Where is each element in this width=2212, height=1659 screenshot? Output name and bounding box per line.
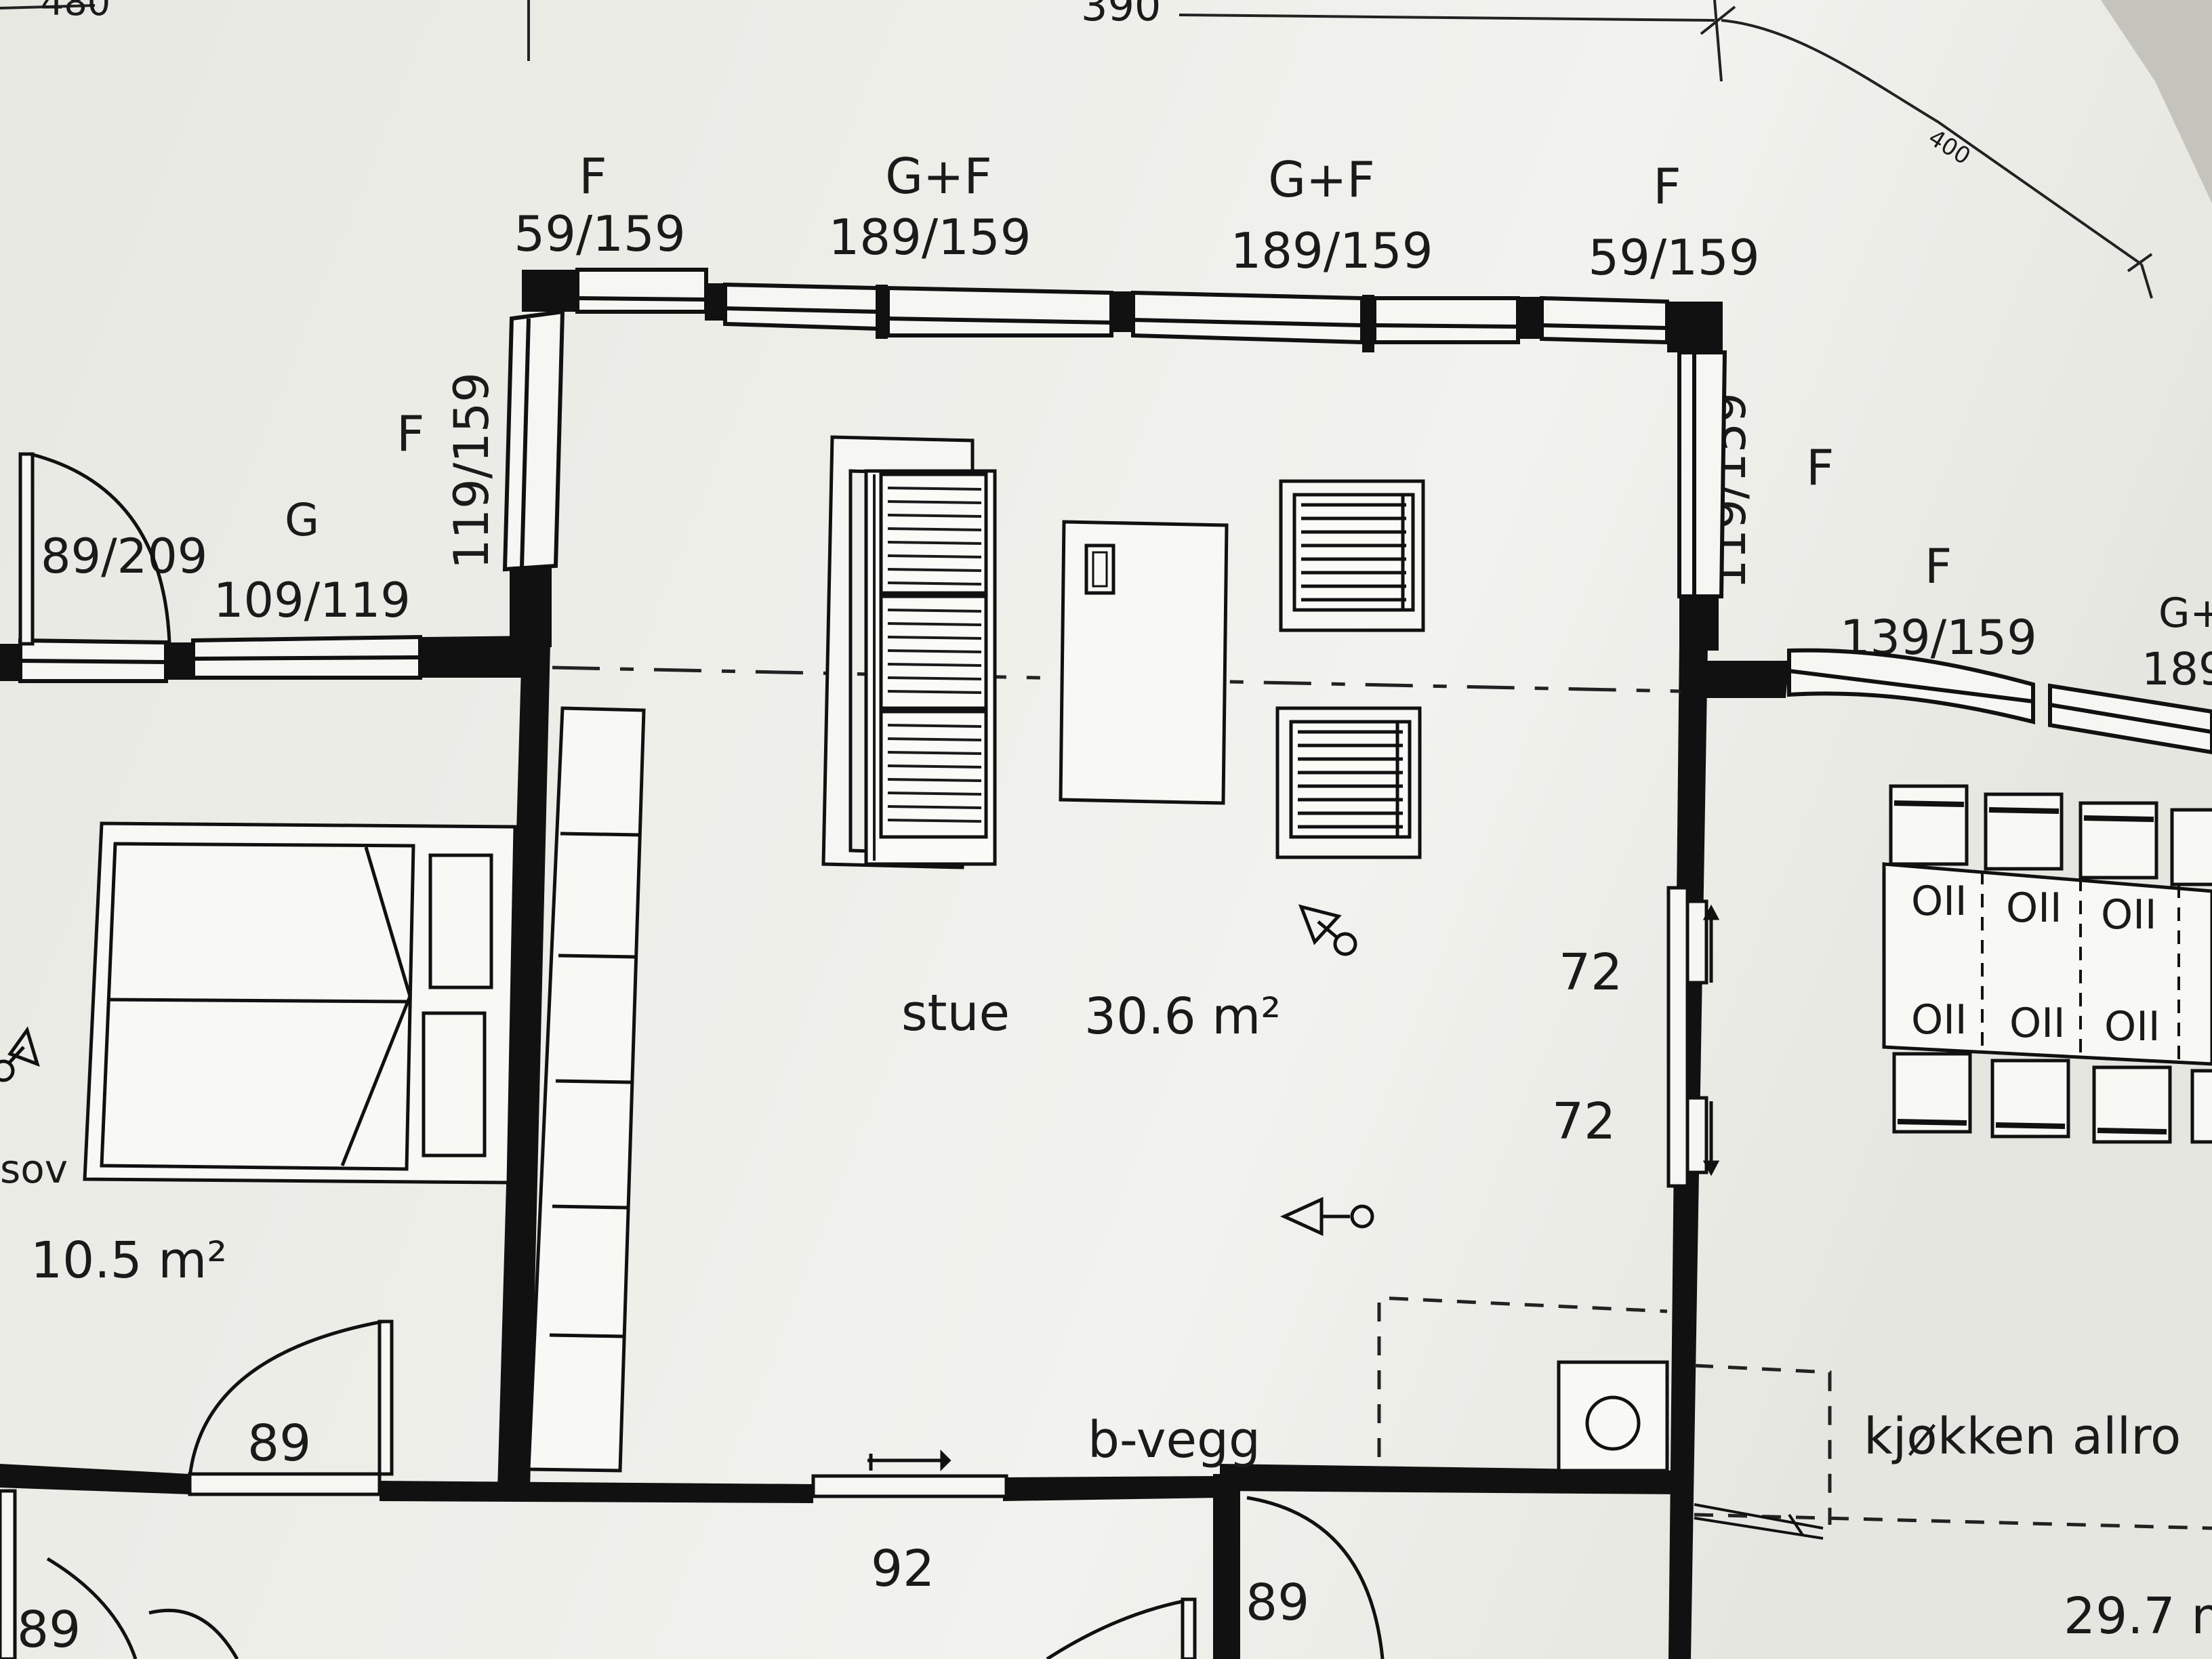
- door-size-72-upper: 72: [1559, 943, 1622, 1002]
- bedroom-window-type: G: [285, 494, 319, 546]
- door-swings: [0, 452, 1720, 1659]
- armchair-bottom: [1275, 706, 1422, 859]
- svg-text:OII: OII: [2006, 884, 2062, 932]
- sofa-hatching: [873, 474, 982, 861]
- window-top-3-type: G+F: [1268, 151, 1375, 208]
- dining-place-settings: OII OII OII OII OII OII: [1911, 878, 2160, 1050]
- bedroom-outer-door-size: 89/209: [41, 529, 207, 584]
- svg-text:OII: OII: [1911, 878, 1967, 925]
- window-top-2-size: 189/159: [828, 209, 1031, 266]
- bedroom-area: 10.5 m²: [30, 1231, 227, 1290]
- wall-label-b-vegg: b-vegg: [1088, 1411, 1261, 1469]
- window-top-1-size: 59/159: [514, 205, 685, 262]
- window-top-2-type: G+F: [885, 148, 992, 205]
- svg-text:OII: OII: [2101, 891, 2157, 939]
- stove: [1557, 1360, 1669, 1473]
- window-frames: [18, 268, 2212, 755]
- window-top-4-size: 59/159: [1588, 229, 1759, 286]
- living-room-name: stue: [901, 984, 1010, 1042]
- paper-shadow: [2101, 0, 2212, 203]
- door-size-89-lower-left: 89: [17, 1601, 81, 1659]
- kitchen-area: 29.7 m: [2064, 1587, 2212, 1645]
- bedroom-name: sov: [0, 1146, 68, 1192]
- window-left-type: F: [396, 405, 424, 462]
- svg-text:OII: OII: [1911, 996, 1967, 1044]
- dimension-480: 480: [41, 0, 110, 24]
- door-size-72-lower: 72: [1552, 1092, 1616, 1151]
- living-room-area: 30.6 m²: [1084, 987, 1281, 1046]
- armchair-top: [1279, 479, 1425, 632]
- bedroom-window-size: 109/119: [213, 573, 411, 628]
- center-axis-line: [552, 665, 1681, 693]
- window-top-3-size: 189/159: [1230, 222, 1433, 279]
- dining-table: [1882, 784, 2212, 1144]
- window-right-type: F: [1806, 439, 1834, 496]
- door-size-89-bedroom: 89: [247, 1414, 311, 1473]
- coffee-table: [1059, 520, 1229, 805]
- bookshelf: [527, 706, 646, 1473]
- kitchen-window-2-size: 189: [2142, 643, 2212, 695]
- window-top-1-type: F: [579, 148, 607, 205]
- dimension-390: 390: [1081, 0, 1161, 30]
- kitchen-counter: [1377, 1296, 2212, 1530]
- kitchen-name: kjøkken allro: [1864, 1408, 2181, 1466]
- window-top-4-type: F: [1653, 158, 1681, 215]
- dimension-lines: [0, 0, 2153, 299]
- door-size-92: 92: [871, 1540, 935, 1598]
- double-bed: [83, 821, 517, 1185]
- svg-text:OII: OII: [2009, 1000, 2066, 1047]
- door-size-89-lower: 89: [1246, 1574, 1309, 1632]
- kitchen-window-2-type: G+F: [2158, 590, 2212, 637]
- kitchen-wall-hatch: [1694, 1503, 1824, 1540]
- svg-text:OII: OII: [2104, 1003, 2160, 1050]
- kitchen-window-1-type: F: [1925, 539, 1952, 594]
- symbol-markers: [0, 904, 1374, 1236]
- window-left-size: 119/159: [444, 372, 499, 569]
